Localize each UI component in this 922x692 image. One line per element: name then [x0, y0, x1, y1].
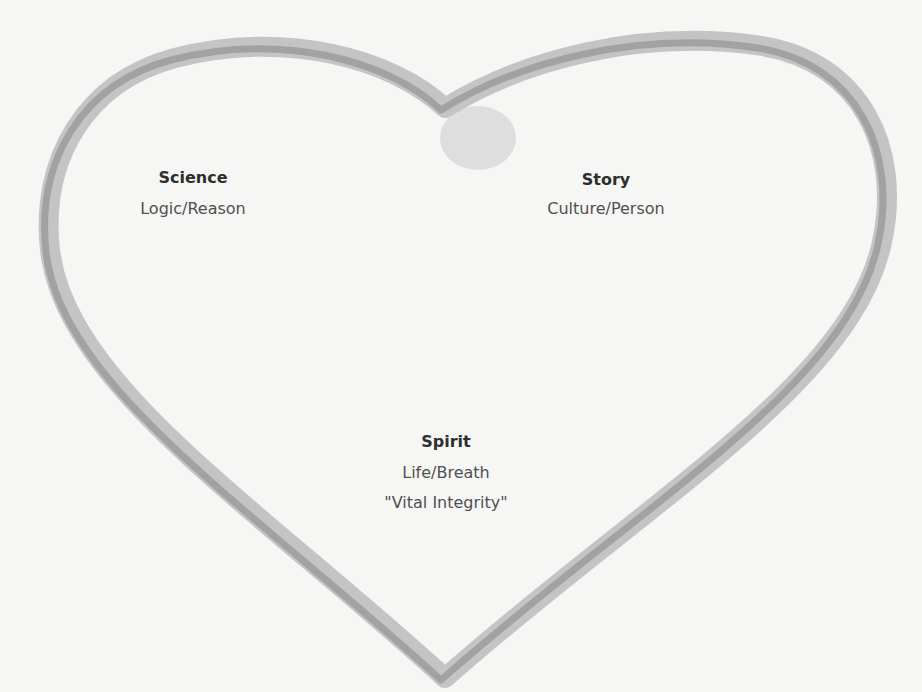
section-heading: Science	[158, 168, 227, 188]
section-heading: Spirit	[421, 432, 470, 452]
section-heading: Story	[582, 170, 630, 190]
section-subtitle: Culture/Person	[547, 199, 664, 219]
section-subtitle: Logic/Reason	[140, 199, 246, 219]
section-subtitle: Life/Breath	[402, 463, 490, 483]
section-subtitle: "Vital Integrity"	[384, 493, 507, 513]
